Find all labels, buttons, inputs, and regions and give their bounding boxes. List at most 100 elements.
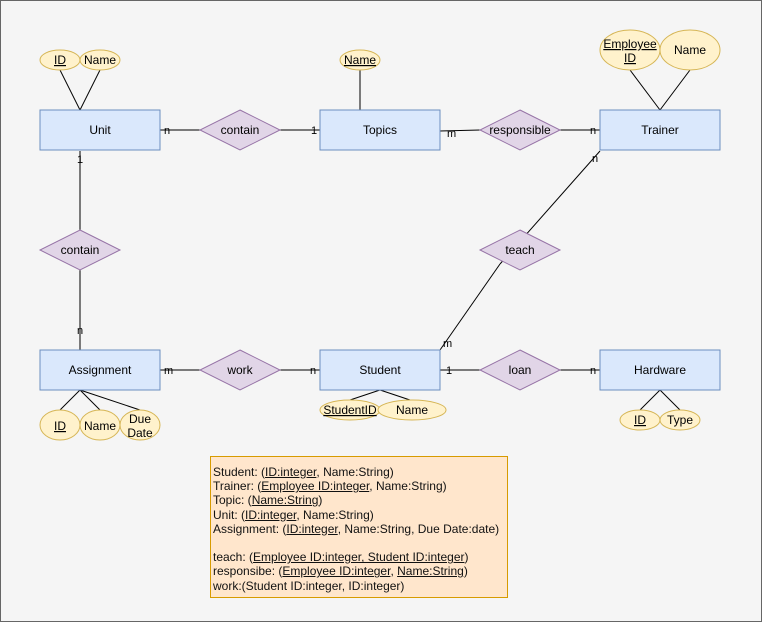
schema-assignment-rest: , Name:String, Due Date:date) (337, 521, 500, 536)
entity-topics[interactable]: Topics (319, 109, 441, 151)
schema-responsibe-key-2: Name:String (397, 564, 464, 579)
relationship-loan[interactable]: loan (478, 349, 562, 391)
connector-trainer-empid (629, 69, 661, 111)
relationship-work[interactable]: work (198, 349, 282, 391)
schema-unit-rest: , Name:String) (296, 507, 374, 522)
attribute-assignment-id[interactable]: ID (39, 409, 81, 441)
cardinality-unit-contain: n (164, 125, 170, 137)
relational-schema-note[interactable]: Student: (ID:integer, Name:String) Train… (210, 456, 508, 598)
relationship-contain-unit-topics-label: contain (221, 123, 260, 137)
attributes: ID Name Name Employee ID Name ID Name (39, 29, 721, 441)
schema-work: work:(Student ID:integer, ID:integer) (213, 579, 507, 593)
schema-topic: Topic: (Name:String) (213, 493, 507, 507)
schema-student-prefix: Student: ( (213, 465, 266, 479)
schema-spacer (213, 536, 507, 550)
schema-student-rest: , Name:String) (316, 465, 394, 479)
entity-trainer[interactable]: Trainer (599, 109, 721, 151)
schema-trainer-rest: , Name:String) (369, 479, 447, 494)
attribute-hardware-id-label: ID (634, 413, 646, 427)
attribute-student-name[interactable]: Name (377, 399, 447, 421)
entity-student-label: Student (359, 363, 401, 377)
schema-responsibe-mid: , (390, 564, 398, 579)
cardinality-student-loan: 1 (446, 365, 452, 377)
schema-topic-prefix: Topic: ( (213, 493, 252, 508)
attribute-assignment-due-date-label-1: Due (129, 412, 151, 426)
schema-trainer: Trainer: (Employee ID:integer, Name:Stri… (213, 479, 507, 493)
attribute-trainer-name[interactable]: Name (659, 29, 721, 71)
schema-unit-prefix: Unit: ( (213, 507, 246, 522)
entity-unit[interactable]: Unit (39, 109, 161, 151)
attribute-unit-id-label: ID (54, 53, 66, 67)
connector-hardware-type (659, 389, 681, 411)
schema-responsibe-key-1: Employee ID:integer (282, 564, 391, 579)
attribute-assignment-due-date-label-2: Date (127, 426, 153, 440)
schema-teach-rest: ) (464, 550, 469, 565)
attribute-assignment-id-label: ID (54, 419, 66, 433)
connector-unit-id (59, 69, 81, 111)
entity-hardware[interactable]: Hardware (599, 349, 721, 391)
connector-unit-name (79, 69, 101, 111)
attribute-topics-name-label: Name (344, 53, 376, 67)
attribute-trainer-employee-id[interactable]: Employee ID (599, 29, 661, 71)
attribute-assignment-name-label: Name (84, 419, 116, 433)
relationship-loan-label: loan (509, 363, 532, 377)
connector-topics-responsible (439, 129, 481, 132)
attribute-student-id[interactable]: StudentID (319, 399, 381, 421)
schema-responsibe: responsibe: (Employee ID:integer, Name:S… (213, 564, 507, 578)
relationship-teach[interactable]: teach (478, 229, 562, 271)
connector-assignment-id (59, 389, 81, 411)
attribute-trainer-name-label: Name (674, 43, 706, 57)
relationship-contain-unit-assignment[interactable]: contain (38, 229, 122, 271)
cardinality-contain-assignment: n (77, 325, 83, 337)
schema-unit-key: ID:integer (245, 507, 297, 522)
relationship-teach-label: teach (505, 243, 534, 257)
connector-student-id (349, 389, 381, 401)
schema-topic-rest: ) (318, 493, 323, 508)
cardinality-teach-student: m (443, 338, 452, 350)
attribute-assignment-name[interactable]: Name (79, 409, 121, 441)
cardinality-unit-contain-down: 1 (77, 154, 83, 166)
schema-assignment-prefix: Assignment: ( (213, 521, 287, 536)
cardinality-trainer-teach: n (592, 153, 598, 165)
schema-trainer-key: Employee ID:integer (261, 479, 370, 494)
attribute-student-name-label: Name (396, 403, 428, 417)
schema-assignment: Assignment: (ID:integer, Name:String, Du… (213, 522, 507, 536)
attribute-student-id-label: StudentID (323, 403, 377, 417)
cardinality-responsible-trainer: n (590, 125, 596, 137)
attribute-hardware-id[interactable]: ID (619, 409, 661, 431)
cardinality-contain-topics: 1 (311, 125, 317, 137)
connector-teach-student (439, 263, 501, 351)
cardinality-topics-responsible: m (447, 128, 456, 140)
entity-student[interactable]: Student (319, 349, 441, 391)
schema-trainer-prefix: Trainer: ( (213, 479, 262, 494)
schema-responsibe-rest: ) (463, 564, 468, 579)
attribute-trainer-employee-id-label-2: ID (624, 51, 636, 65)
entity-assignment[interactable]: Assignment (39, 349, 161, 391)
schema-teach-key: Employee ID:integer, Student ID:integer (253, 550, 465, 565)
schema-topic-key: Name:String (251, 493, 319, 508)
cardinality-loan-hardware: n (590, 365, 596, 377)
attribute-hardware-type-label: Type (667, 413, 693, 427)
relationship-responsible-label: responsible (489, 123, 551, 137)
entity-unit-label: Unit (89, 123, 111, 137)
attribute-assignment-due-date[interactable]: Due Date (119, 409, 161, 441)
schema-assignment-key: ID:integer (286, 521, 338, 536)
attribute-topics-name[interactable]: Name (339, 49, 381, 71)
entity-hardware-label: Hardware (634, 363, 686, 377)
attribute-trainer-employee-id-label-1: Employee (603, 37, 657, 51)
connector-assignment-name (79, 389, 101, 411)
entity-assignment-label: Assignment (69, 363, 132, 377)
relationship-work-label: work (226, 363, 253, 377)
cardinality-labels: n 1 m n 1 n n m m n 1 n (77, 125, 598, 377)
attribute-unit-id[interactable]: ID (39, 49, 81, 71)
schema-student: Student: (ID:integer, Name:String) (213, 465, 507, 479)
connector-hardware-id (639, 389, 661, 411)
schema-unit: Unit: (ID:integer, Name:String) (213, 508, 507, 522)
entities: Unit Topics Trainer Assignment Student H… (39, 109, 721, 391)
connector-trainer-name (659, 69, 691, 111)
attribute-unit-name[interactable]: Name (79, 49, 121, 71)
connector-student-name (379, 389, 411, 401)
relationship-responsible[interactable]: responsible (478, 109, 562, 151)
attribute-hardware-type[interactable]: Type (659, 409, 701, 431)
relationship-contain-unit-topics[interactable]: contain (198, 109, 282, 151)
